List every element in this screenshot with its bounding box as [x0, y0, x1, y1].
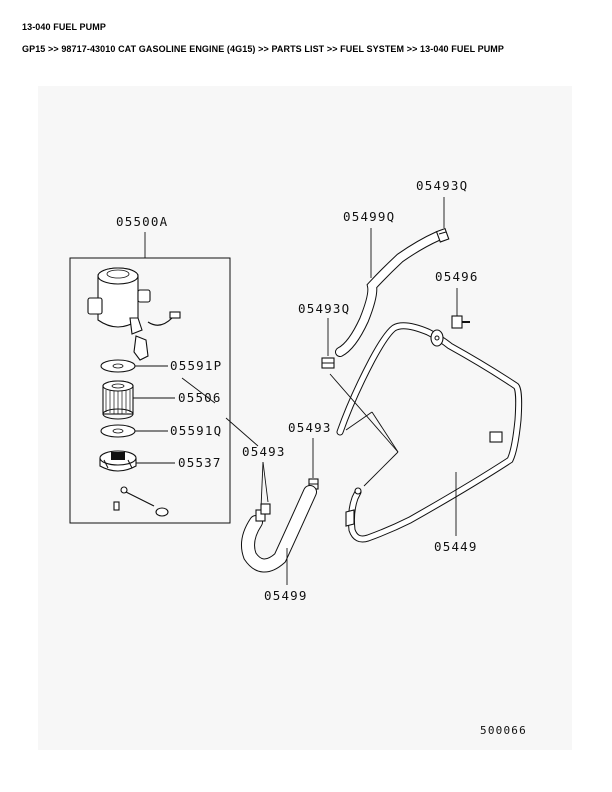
- hose-05499-icon: [241, 485, 317, 573]
- clip-05493Q-mid-icon: [321, 357, 335, 369]
- figure-number: 500066: [480, 724, 527, 737]
- page-title: 13-040 FUEL PUMP: [22, 22, 106, 32]
- cover-05537-icon: [99, 450, 137, 472]
- fuel-pump-icon: [87, 267, 181, 361]
- label-05537: 05537: [178, 455, 222, 470]
- label-05449: 05449: [434, 539, 478, 554]
- label-05493Q-mid: 05493Q: [298, 301, 350, 316]
- pump-assembly-box: [69, 257, 231, 524]
- label-05493Q-top: 05493Q: [416, 178, 468, 193]
- bolt-05496-icon: [451, 315, 470, 329]
- label-05500A: 05500A: [116, 214, 168, 229]
- pipe-05449-icon: [336, 322, 523, 543]
- washer-05591Q-icon: [100, 424, 136, 438]
- parts-diagram: 05500A 05591P 05506 05591Q 05537 05493Q …: [38, 86, 572, 750]
- label-05493-left: 05493: [242, 444, 286, 459]
- clip-05493-left-icon: [255, 503, 271, 522]
- label-05493-right: 05493: [288, 420, 332, 435]
- parts-diagram-svg: 05500A 05591P 05506 05591Q 05537 05493Q …: [69, 178, 527, 737]
- label-05499: 05499: [264, 588, 308, 603]
- hose-05499Q-icon: [335, 231, 443, 357]
- washer-05591P-icon: [100, 359, 136, 373]
- label-05591Q: 05591Q: [170, 423, 222, 438]
- leader-05493-left: [260, 461, 264, 509]
- label-05496: 05496: [435, 269, 479, 284]
- clip-05493Q-top-icon: [435, 227, 450, 243]
- breadcrumb: GP15 >> 98717-43010 CAT GASOLINE ENGINE …: [22, 44, 505, 54]
- label-05499Q: 05499Q: [343, 209, 395, 224]
- label-05506: 05506: [178, 390, 222, 405]
- wire-icon: [113, 486, 169, 517]
- filter-05506-icon: [102, 380, 134, 420]
- label-05591P: 05591P: [170, 358, 222, 373]
